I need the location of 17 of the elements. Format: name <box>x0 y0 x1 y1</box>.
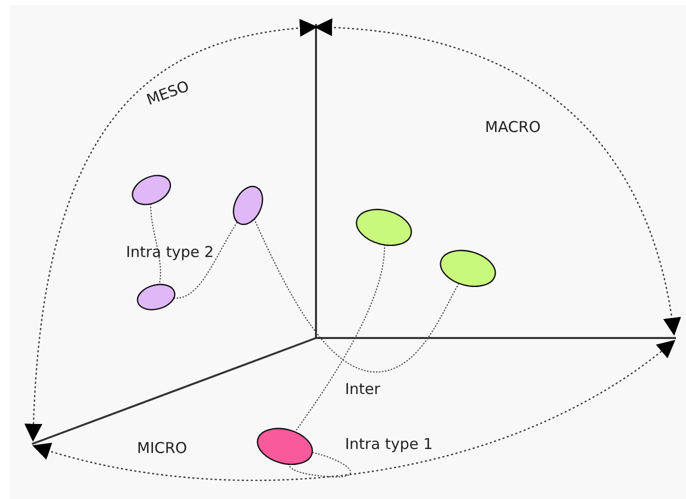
ellipse-node <box>136 282 176 312</box>
connector <box>294 244 386 432</box>
ellipse-node <box>130 174 172 206</box>
connector-label: Inter <box>345 382 380 397</box>
connector-label: Intra type 1 <box>345 437 433 452</box>
ellipse-node <box>256 426 314 466</box>
connector <box>288 452 351 478</box>
scale-label: MICRO <box>137 441 188 456</box>
connector <box>150 204 162 284</box>
connector <box>174 221 238 299</box>
ellipse-node <box>439 248 497 288</box>
scale-label: MACRO <box>485 120 541 135</box>
connector-label: Intra type 2 <box>126 245 214 260</box>
connector <box>254 218 460 373</box>
ellipse-node <box>232 184 264 226</box>
scale-label: MESO <box>144 78 192 108</box>
ellipse-node <box>355 208 413 246</box>
